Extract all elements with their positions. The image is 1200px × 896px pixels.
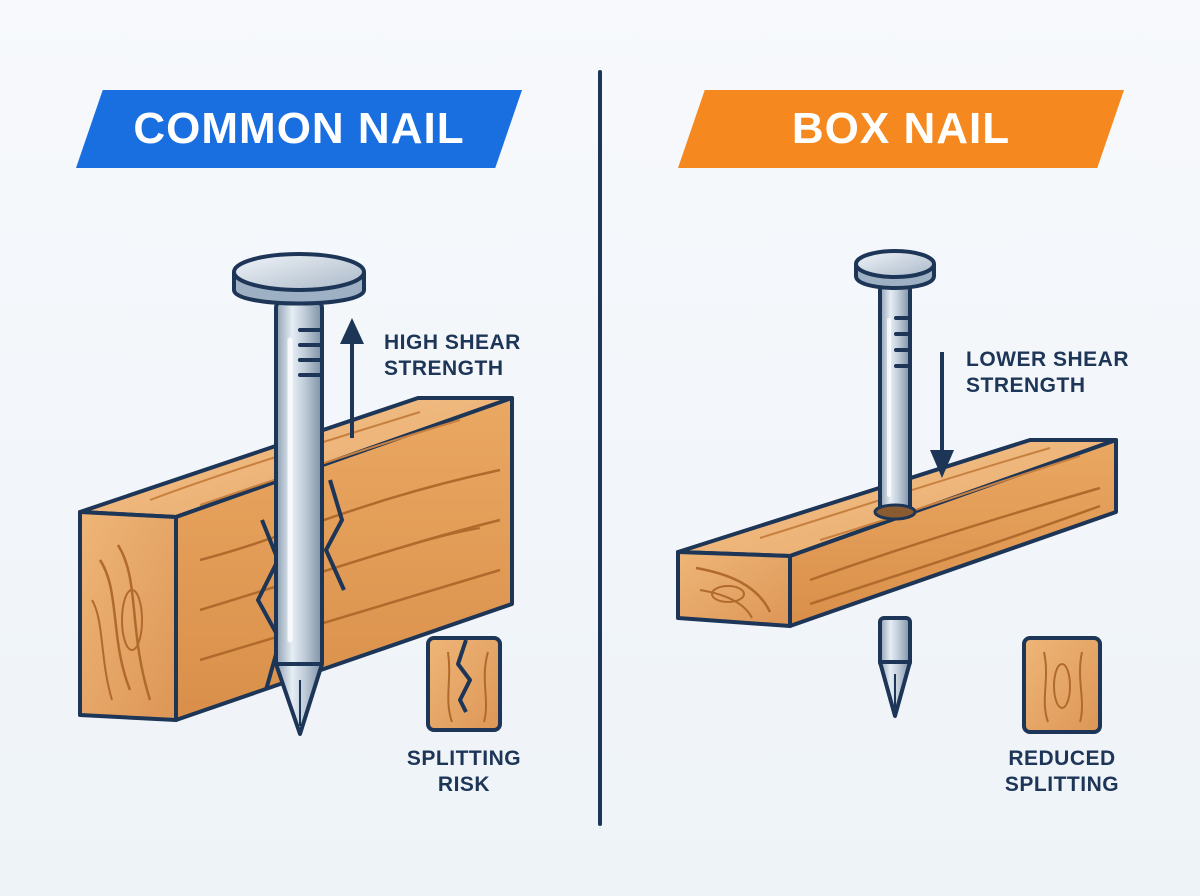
common-nail-banner: COMMON NAIL [76, 90, 522, 168]
box-nail-title: BOX NAIL [791, 104, 1011, 153]
reduced-splitting-line1: REDUCED [1008, 747, 1116, 770]
box-nail [854, 249, 936, 718]
high-shear-line2: STRENGTH [384, 357, 504, 380]
splitting-risk-line1: SPLITTING [406, 747, 522, 770]
split-wood-icon [426, 636, 502, 732]
intact-wood-icon [1022, 636, 1102, 734]
common-nail-title: COMMON NAIL [133, 104, 465, 153]
reduced-splitting-line2: SPLITTING [1004, 773, 1120, 796]
high-shear-label: HIGH SHEAR STRENGTH [384, 330, 521, 382]
arrow-up-icon [340, 318, 364, 438]
common-nail [232, 252, 366, 736]
arrow-down-icon [930, 352, 954, 478]
splitting-risk-label: SPLITTING RISK [384, 746, 544, 798]
lower-shear-line2: STRENGTH [966, 374, 1086, 397]
reduced-splitting-label: REDUCED SPLITTING [982, 746, 1142, 798]
box-nail-banner: BOX NAIL [678, 90, 1124, 168]
high-shear-line1: HIGH SHEAR [384, 331, 521, 354]
lower-shear-label: LOWER SHEAR STRENGTH [966, 347, 1129, 399]
splitting-risk-line2: RISK [437, 773, 491, 796]
panel-divider [598, 70, 602, 826]
lower-shear-line1: LOWER SHEAR [966, 348, 1129, 371]
